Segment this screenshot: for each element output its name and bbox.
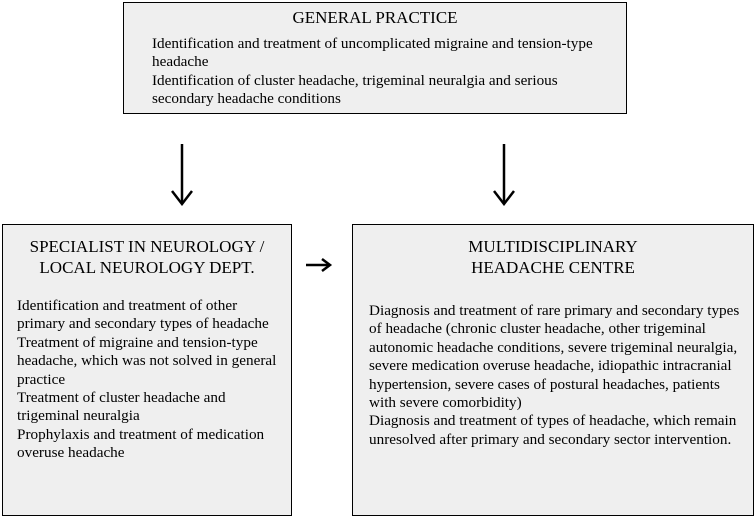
specialist-neurology-item: Treatment of cluster headache and trigem…: [17, 389, 226, 425]
specialist-neurology-item: Identification and treatment of other pr…: [17, 297, 269, 333]
down-arrow-to-specialist: [171, 144, 193, 206]
specialist-neurology-box: SPECIALIST IN NEUROLOGY / LOCAL NEUROLOG…: [2, 224, 292, 516]
headache-centre-items: Diagnosis and treatment of rare primary …: [369, 302, 745, 449]
specialist-neurology-items: Identification and treatment of other pr…: [17, 297, 283, 463]
headache-centre-item: Diagnosis and treatment of rare primary …: [369, 302, 740, 412]
headache-centre-box: MULTIDISCIPLINARY HEADACHE CENTRE Diagno…: [352, 224, 754, 516]
general-practice-items: Identification and treatment of uncompli…: [152, 35, 616, 109]
general-practice-item: Identification and treatment of uncompli…: [152, 35, 593, 71]
general-practice-box: GENERAL PRACTICE Identification and trea…: [123, 2, 627, 114]
general-practice-item: Identification of cluster headache, trig…: [152, 71, 558, 108]
headache-centre-title-line: MULTIDISCIPLINARY: [468, 237, 638, 256]
general-practice-title: GENERAL PRACTICE: [292, 8, 458, 27]
headache-centre-item: Diagnosis and treatment of types of head…: [369, 412, 737, 448]
down-arrow-to-centre: [493, 144, 515, 206]
right-arrow-to-centre: [306, 258, 333, 272]
headache-centre-title: MULTIDISCIPLINARY HEADACHE CENTRE: [353, 236, 753, 278]
specialist-neurology-title: SPECIALIST IN NEUROLOGY / LOCAL NEUROLOG…: [3, 236, 291, 278]
specialist-neurology-title-line: LOCAL NEUROLOGY DEPT.: [39, 258, 255, 277]
specialist-neurology-title-line: SPECIALIST IN NEUROLOGY /: [29, 237, 265, 256]
headache-centre-title-line: HEADACHE CENTRE: [471, 258, 635, 277]
specialist-neurology-item: Prophylaxis and treatment of medication …: [17, 425, 265, 462]
specialist-neurology-item: Treatment of migraine and tension-type h…: [17, 333, 277, 388]
